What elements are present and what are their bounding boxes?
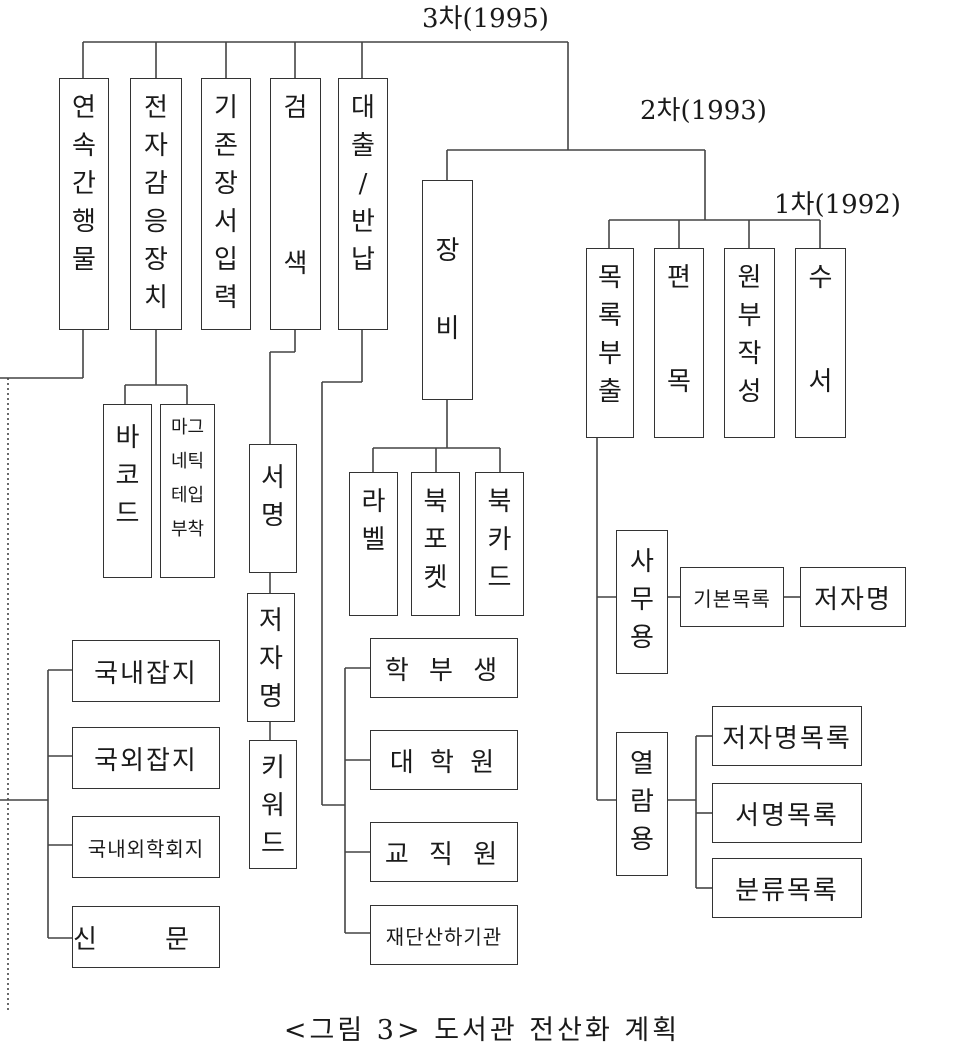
vertical-text-char: 사: [630, 547, 654, 577]
undergraduate-box: 학 부 생: [370, 638, 518, 698]
vertical-text-char: 켓: [423, 563, 448, 593]
vertical-text-char: 행: [72, 207, 96, 237]
author-catalog-box: 저자명목록: [712, 706, 862, 766]
title-catalog-box: 서명목록: [712, 783, 862, 843]
acquisition-box: 수 서: [795, 248, 846, 438]
vertical-text-char: 부: [737, 301, 762, 331]
vertical-text-char: 감: [144, 169, 168, 199]
vertical-text-char: 출: [598, 377, 622, 407]
search-label: 검: [283, 93, 308, 123]
vertical-text-char: 성: [737, 377, 762, 407]
vertical-text-char: 드: [487, 563, 512, 593]
vertical-text-char: 람: [630, 787, 654, 817]
vertical-text-char: 연: [72, 93, 96, 123]
vertical-text-char: 드: [115, 499, 140, 529]
cataloging-box: 편 목: [654, 248, 704, 438]
phase-2-label: 2차(1993): [640, 96, 767, 126]
office-author-box: 저자명: [800, 567, 906, 627]
search-box: 검 색: [270, 78, 321, 330]
faculty-staff-box: 교 직 원: [370, 822, 518, 882]
vertical-text-char: 입: [214, 245, 238, 275]
vertical-text-char: 서: [214, 207, 238, 237]
vertical-text-char: 벨: [361, 525, 386, 555]
vertical-text-char: 속: [72, 131, 96, 161]
vertical-text-char: 드: [261, 829, 285, 859]
vertical-text-char: /: [358, 169, 368, 199]
phase-3-label: 3차(1995): [422, 4, 549, 34]
foreign-magazine-box: 국외잡지: [72, 727, 220, 789]
basic-catalog-box: 기본목록: [680, 567, 784, 627]
vertical-text-char: 자: [144, 131, 168, 161]
vertical-text-char: 자: [259, 644, 283, 674]
vertical-text-char: 치: [144, 283, 168, 313]
vertical-text-char: 간: [72, 169, 96, 199]
vertical-text-char: 물: [72, 245, 96, 275]
domestic-magazine-box: 국내잡지: [72, 640, 220, 702]
vertical-text-char: 카: [487, 525, 512, 555]
vertical-text-char: 열: [630, 749, 654, 779]
vertical-text-row: 부착: [170, 519, 205, 540]
vertical-text-char: 서: [261, 463, 285, 493]
vertical-text-char: 바: [115, 423, 140, 453]
vertical-text-char: 명: [259, 682, 283, 712]
vertical-text-char: 장: [144, 245, 168, 275]
vertical-text-char: 기: [214, 93, 238, 123]
vertical-text-char: 납: [351, 245, 375, 275]
vertical-text-char: 키: [261, 753, 285, 783]
graduate-school-box: 대 학 원: [370, 730, 518, 790]
vertical-text-char: 작: [737, 339, 762, 369]
classification-catalog-box: 분류목록: [712, 858, 862, 918]
vertical-text-char: 록: [598, 301, 622, 331]
vertical-text-char: 대: [351, 93, 375, 123]
vertical-text-char: 반: [351, 207, 375, 237]
vertical-text-char: 코: [115, 461, 140, 491]
vertical-text-char: 용: [630, 825, 654, 855]
vertical-text-char: 저: [259, 606, 283, 636]
vertical-text-char: 존: [214, 131, 238, 161]
vertical-text-char: 응: [144, 207, 168, 237]
vertical-text-row: 테입: [170, 485, 205, 506]
vertical-text-row: 마그: [170, 417, 205, 438]
figure-caption: <그림 3> 도서관 전산화 계획: [283, 1015, 681, 1046]
vertical-text-char: 용: [630, 623, 654, 653]
vertical-text-char: 북: [423, 487, 448, 517]
phase-1-label: 1차(1992): [774, 190, 901, 220]
vertical-text-char: 워: [261, 791, 285, 821]
vertical-text-char: 전: [144, 93, 168, 123]
vertical-text-char: 무: [630, 585, 654, 615]
vertical-text-char: 력: [214, 283, 238, 313]
affiliated-institution-box: 재단산하기관: [370, 905, 518, 965]
processing-box: 장 비: [422, 180, 473, 400]
vertical-text-char: 명: [261, 501, 285, 531]
vertical-text-char: 목: [598, 263, 622, 293]
vertical-text-char: 장: [214, 169, 238, 199]
vertical-text-char: 라: [361, 487, 386, 517]
newspaper-box: 신 문: [72, 906, 220, 968]
academic-journal-box: 국내외학회지: [72, 816, 220, 878]
vertical-text-char: 부: [598, 339, 622, 369]
vertical-text-char: 출: [351, 131, 375, 161]
vertical-text-row: 네틱: [170, 451, 205, 472]
vertical-text-char: 포: [423, 525, 448, 555]
vertical-text-char: 북: [487, 487, 512, 517]
vertical-text-char: 원: [737, 263, 762, 293]
